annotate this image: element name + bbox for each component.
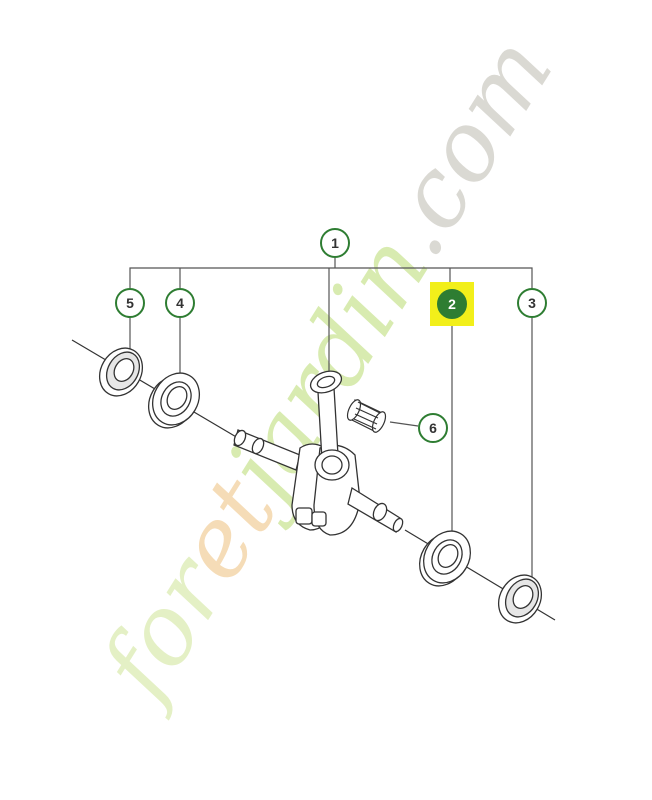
oil-seal-right — [497, 574, 543, 624]
needle-bearing — [346, 399, 387, 433]
callout-5-label: 5 — [126, 295, 134, 311]
bearing-left — [147, 372, 201, 429]
oil-seal-left — [98, 347, 144, 397]
watermark-com: .com — [356, 18, 575, 275]
bearing-right — [418, 530, 472, 587]
callout-4[interactable]: 4 — [165, 288, 195, 318]
callout-1-label: 1 — [331, 235, 339, 251]
callout-4-label: 4 — [176, 295, 184, 311]
callout-5[interactable]: 5 — [115, 288, 145, 318]
watermark: foretjardin.com — [76, 18, 574, 722]
callout-6-label: 6 — [429, 420, 437, 436]
callout-3[interactable]: 3 — [517, 288, 547, 318]
callout-3-label: 3 — [528, 295, 536, 311]
callout-2-label: 2 — [448, 296, 456, 312]
watermark-text-for: foretjardin.com — [76, 18, 574, 722]
crankshaft — [233, 370, 404, 536]
callout-6[interactable]: 6 — [418, 413, 448, 443]
callout-1[interactable]: 1 — [320, 228, 350, 258]
callout-2[interactable]: 2 — [437, 289, 467, 319]
leader-lines — [129, 258, 533, 578]
